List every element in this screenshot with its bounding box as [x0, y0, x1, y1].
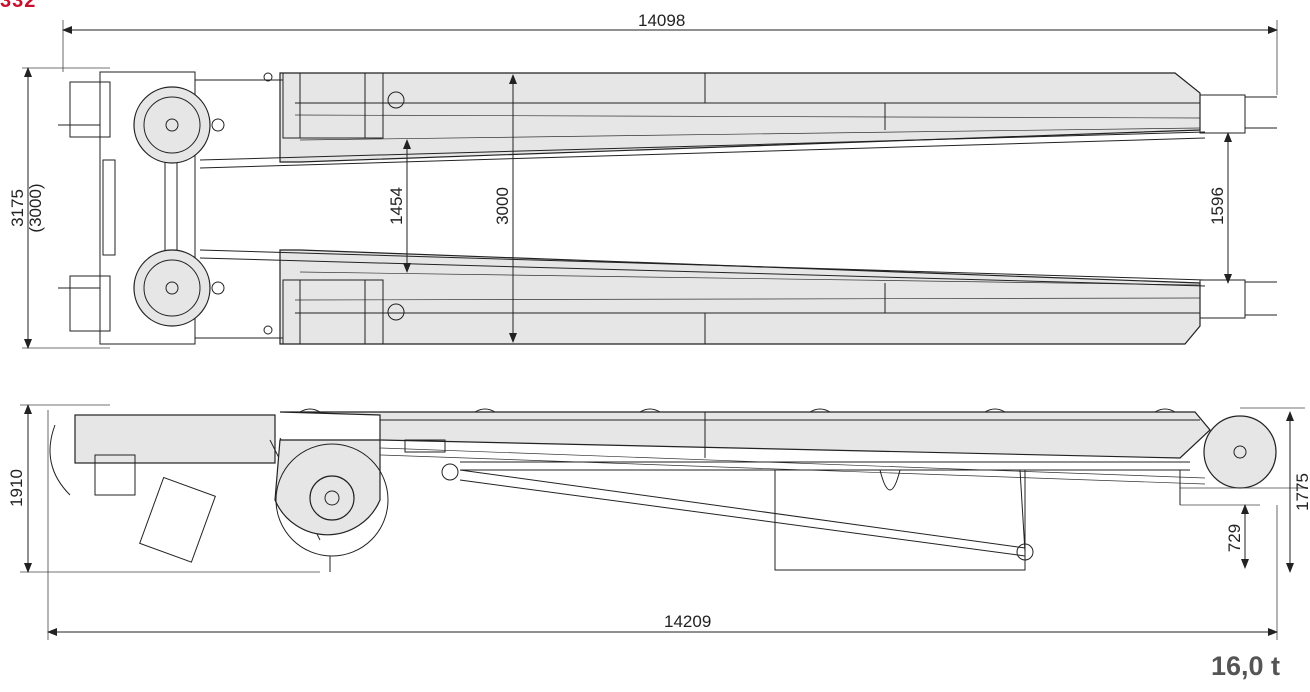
- weight-label: 16,0 t: [1210, 651, 1280, 681]
- dim-inner-front: 1454: [387, 187, 406, 225]
- dim-height-side: 1910: [7, 469, 26, 507]
- dim-drum-height: 1775: [1293, 473, 1310, 511]
- model-code: 332: [0, 0, 37, 12]
- dim-inner-rear: 1596: [1208, 187, 1227, 225]
- dim-clearance: 729: [1225, 524, 1244, 552]
- dim-overall-length-top: 14098: [638, 11, 685, 30]
- dim-width-line2: (3000): [26, 183, 45, 232]
- dim-width-line1: 3175: [8, 189, 27, 227]
- dim-outer-mid: 3000: [493, 187, 512, 225]
- top-view: 14098 3175 (3000): [8, 11, 1278, 349]
- dim-overall-length-side: 14209: [664, 612, 711, 631]
- side-view: 1910 1775 729: [7, 404, 1310, 640]
